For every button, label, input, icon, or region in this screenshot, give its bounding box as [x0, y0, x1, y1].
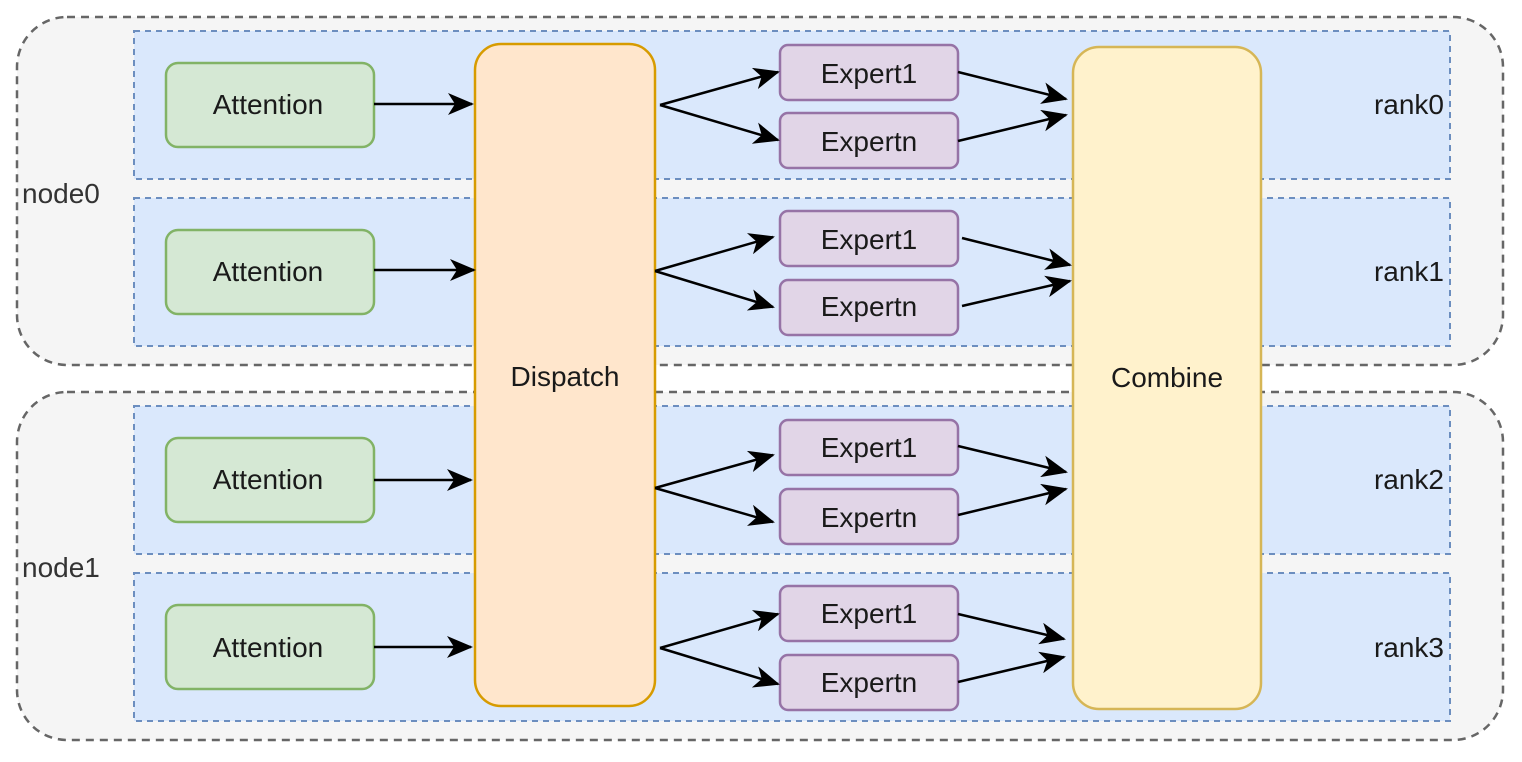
arrows-experts-to-combine: [957, 70, 1072, 684]
rank-label: rank0: [1374, 89, 1444, 120]
arrow: [659, 67, 780, 107]
expert-box: [778, 278, 960, 337]
combine-box: [1071, 45, 1263, 711]
arrow: [961, 236, 1072, 270]
expert-box: [778, 653, 960, 712]
expert-block-0-n: Expertn: [778, 111, 960, 170]
node-label: node0: [22, 178, 100, 209]
arrow: [654, 450, 775, 490]
attention-label: Attention: [213, 89, 324, 120]
expert-label: Expert1: [821, 598, 918, 629]
attention-block-2: Attention: [164, 436, 376, 524]
arrow: [957, 70, 1068, 104]
arrow: [659, 103, 780, 144]
arrow: [659, 646, 780, 688]
expert-label: Expertn: [821, 291, 918, 322]
expert-block-1-1: Expert1: [778, 209, 960, 268]
attention-block-1: Attention: [164, 228, 376, 316]
attention-block-3: Attention: [164, 603, 376, 691]
expert-box: [778, 584, 960, 643]
combine-label: Combine: [1111, 362, 1223, 393]
arrow: [659, 610, 780, 650]
arrow: [957, 444, 1068, 478]
dispatch-label: Dispatch: [511, 361, 620, 392]
combine-block: Combine: [1071, 45, 1263, 711]
expert-label: Expert1: [821, 432, 918, 463]
expert-block-1-n: Expertn: [778, 278, 960, 337]
dispatch-block: Dispatch: [473, 42, 657, 708]
expert-label: Expert1: [821, 58, 918, 89]
rank-label: rank2: [1374, 464, 1444, 495]
arrow: [957, 483, 1068, 517]
node-label: node1: [22, 552, 100, 583]
expert-block-3-1: Expert1: [778, 584, 960, 643]
arrows-dispatch-to-experts: [654, 67, 780, 688]
expert-box: [778, 209, 960, 268]
attention-label: Attention: [213, 632, 324, 663]
rank-label: rank1: [1374, 256, 1444, 287]
expert-block-2-n: Expertn: [778, 487, 960, 546]
arrow: [654, 269, 775, 311]
arrow: [957, 109, 1068, 143]
attention-label: Attention: [213, 464, 324, 495]
expert-label: Expertn: [821, 667, 918, 698]
attention-label: Attention: [213, 256, 324, 287]
arrows-attention-to-dispatch: [374, 93, 476, 658]
rank-label: rank3: [1374, 632, 1444, 663]
arrow: [654, 486, 775, 526]
arrow: [654, 233, 775, 273]
arrow: [961, 275, 1072, 308]
dispatch-box: [473, 42, 657, 708]
attention-box: [164, 228, 376, 316]
expert-label: Expertn: [821, 126, 918, 157]
expert-label: Expertn: [821, 502, 918, 533]
expert-box: [778, 418, 960, 477]
expert-box: [778, 487, 960, 546]
expert-block-2-1: Expert1: [778, 418, 960, 477]
arrow: [957, 612, 1066, 645]
expert-block-3-n: Expertn: [778, 653, 960, 712]
expert-label: Expert1: [821, 224, 918, 255]
expert-block-0-1: Expert1: [778, 43, 960, 102]
arrow: [957, 651, 1066, 684]
attention-block-0: Attention: [164, 61, 376, 149]
